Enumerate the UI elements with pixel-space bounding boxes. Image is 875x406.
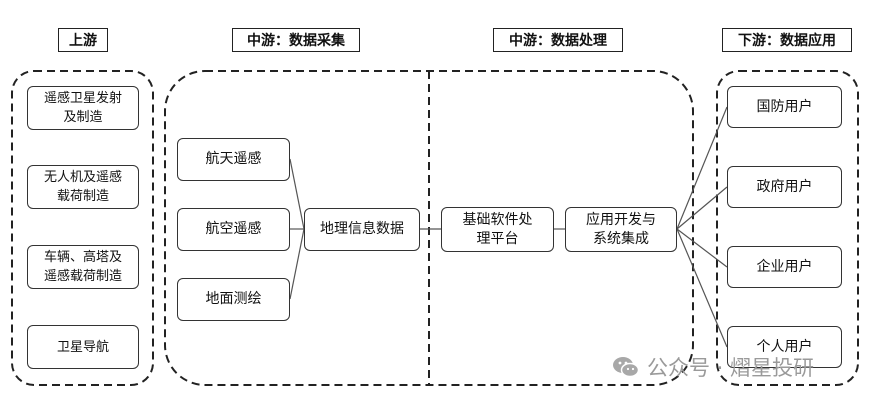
upstream-node-drone-payload: 无人机及遥感 载荷制造 bbox=[27, 165, 139, 209]
connector-integration-to-enterprise bbox=[676, 228, 728, 268]
collection-node-aerospace: 航天遥感 bbox=[177, 138, 290, 181]
connector-integration-to-individual bbox=[676, 228, 728, 348]
user-node-government: 政府用户 bbox=[727, 166, 842, 208]
header-downstream: 下游：数据应用 bbox=[722, 28, 852, 52]
connector-integration-to-government bbox=[676, 186, 728, 230]
wechat-icon bbox=[613, 357, 640, 378]
processing-node-app-integration: 应用开发与 系统集成 bbox=[565, 207, 677, 252]
header-upstream: 上游 bbox=[58, 28, 108, 52]
downstream-group-border bbox=[716, 70, 859, 386]
watermark: 公众号 · 熠星投研 bbox=[611, 352, 814, 382]
geo-data-node: 地理信息数据 bbox=[304, 208, 420, 251]
processing-node-software-platform: 基础软件处 理平台 bbox=[441, 207, 554, 252]
header-midstream-processing: 中游：数据处理 bbox=[493, 28, 623, 52]
collection-node-ground-survey: 地面测绘 bbox=[177, 278, 290, 321]
upstream-node-satellite-launch: 遥感卫星发射 及制造 bbox=[27, 86, 139, 130]
collection-node-aerial: 航空遥感 bbox=[177, 208, 290, 251]
connector-integration-to-defense bbox=[676, 106, 728, 230]
user-node-enterprise: 企业用户 bbox=[727, 246, 842, 288]
connector-ground-to-geodata bbox=[289, 228, 305, 300]
upstream-group-border bbox=[11, 70, 154, 386]
header-midstream-collection: 中游：数据采集 bbox=[232, 28, 360, 52]
user-node-defense: 国防用户 bbox=[727, 86, 842, 128]
connector-aerospace-to-geodata bbox=[289, 158, 305, 230]
upstream-node-satellite-navigation: 卫星导航 bbox=[27, 325, 139, 369]
user-node-individual: 个人用户 bbox=[727, 326, 842, 368]
watermark-text: 公众号 · 熠星投研 bbox=[647, 356, 815, 380]
upstream-node-vehicle-tower: 车辆、高塔及 遥感载荷制造 bbox=[27, 245, 139, 289]
